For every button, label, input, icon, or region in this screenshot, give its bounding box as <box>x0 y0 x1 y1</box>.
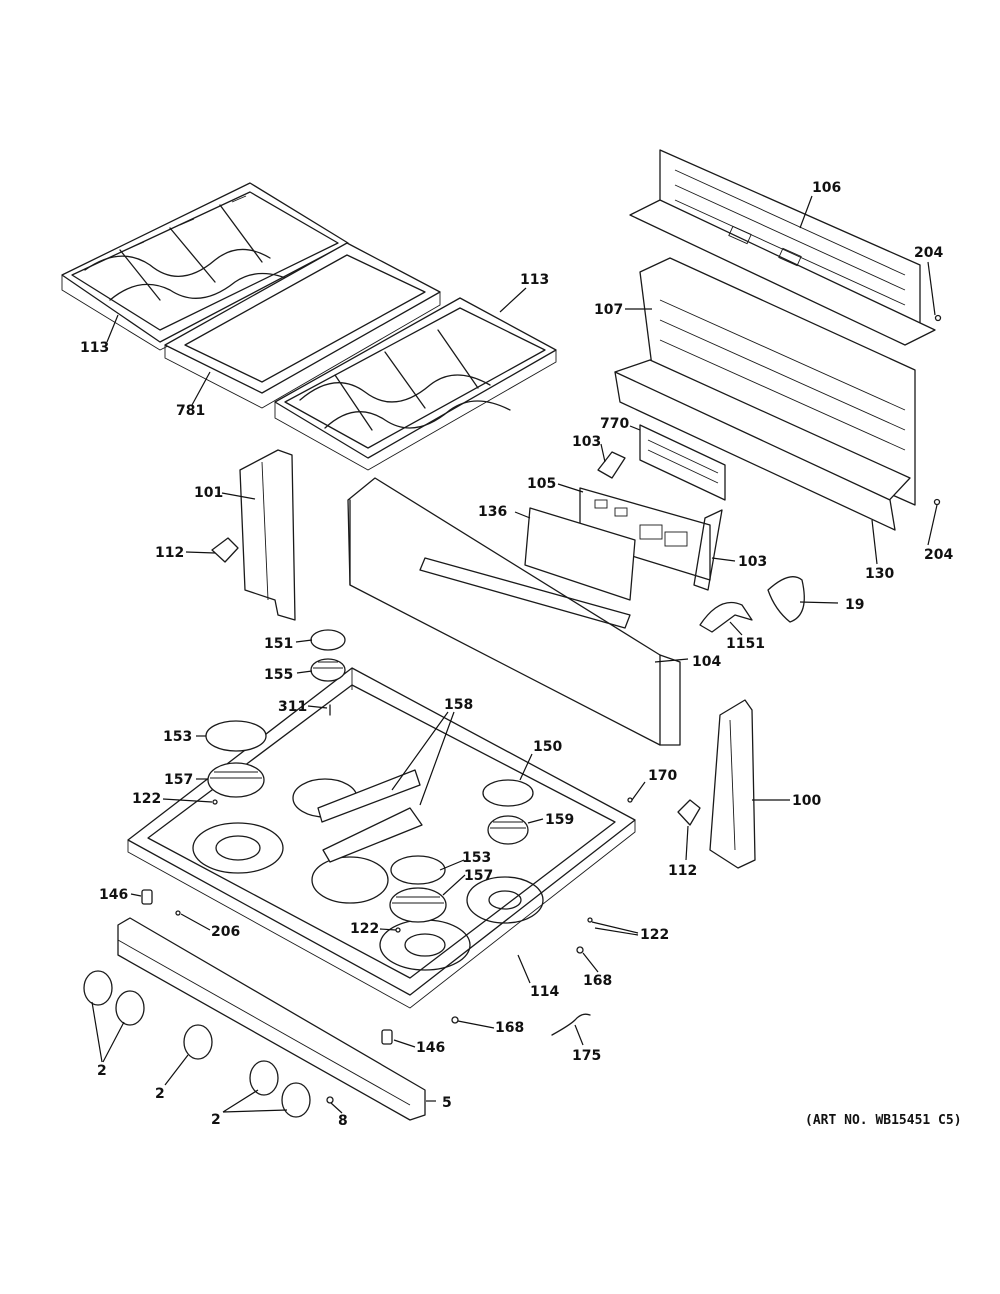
grate-left <box>61 182 349 351</box>
label-157-center: 157 <box>464 868 493 884</box>
gasket-158 <box>317 769 423 863</box>
label-168-right: 168 <box>583 973 612 989</box>
side-trim-left <box>239 449 296 621</box>
label-2-pair-left: 2 <box>97 1063 107 1079</box>
griddle <box>164 242 441 409</box>
grate-right <box>274 297 557 471</box>
overlay-136 <box>524 507 636 601</box>
label-159: 159 <box>545 812 574 828</box>
label-150: 150 <box>533 739 562 755</box>
label-153-center: 153 <box>462 850 491 866</box>
label-146-center: 146 <box>416 1040 445 1056</box>
label-113-right: 113 <box>520 272 549 288</box>
label-122-center: 122 <box>350 921 379 937</box>
label-781: 781 <box>176 403 205 419</box>
bracket-103 <box>597 451 723 591</box>
burner-head-155 <box>310 658 346 682</box>
label-206: 206 <box>211 924 240 940</box>
label-151: 151 <box>264 636 293 652</box>
backguard-lower <box>614 257 916 511</box>
hinge-left <box>211 537 239 563</box>
label-175: 175 <box>572 1048 601 1064</box>
burner-head-157-left <box>207 762 265 798</box>
knobs <box>83 970 311 1118</box>
manifold-panel <box>117 917 426 1121</box>
label-168-center: 168 <box>495 1020 524 1036</box>
wire-clip-19 <box>767 576 805 623</box>
label-1151: 1151 <box>726 636 765 652</box>
label-104: 104 <box>692 654 721 670</box>
label-105: 105 <box>527 476 556 492</box>
label-770: 770 <box>600 416 629 432</box>
callout-labels: 113 113 781 106 204 107 770 103 105 136 … <box>80 180 953 1129</box>
label-113-left: 113 <box>80 340 109 356</box>
bezel-146-left <box>141 889 153 905</box>
label-146-left: 146 <box>99 887 128 903</box>
leader-lines <box>91 195 938 1114</box>
label-122-right: 122 <box>640 927 669 943</box>
label-19: 19 <box>845 597 864 613</box>
burner-head-159 <box>487 815 529 845</box>
label-107: 107 <box>594 302 623 318</box>
control-panel <box>347 477 681 746</box>
label-136: 136 <box>478 504 507 520</box>
burner-cap-153-left <box>205 720 267 752</box>
label-2-single: 2 <box>155 1086 165 1102</box>
label-130: 130 <box>865 566 894 582</box>
label-204-bottom: 204 <box>924 547 953 563</box>
label-170: 170 <box>648 768 677 784</box>
hinge-right <box>677 799 701 826</box>
label-106: 106 <box>812 180 841 196</box>
bezel-146-center <box>381 1029 393 1045</box>
label-103-top: 103 <box>572 434 601 450</box>
label-311: 311 <box>278 699 307 715</box>
screw-8 <box>326 1096 334 1104</box>
backguard-trim <box>614 371 896 531</box>
label-100: 100 <box>792 793 821 809</box>
backguard-upper <box>629 149 936 346</box>
label-8: 8 <box>338 1113 348 1129</box>
burner-head-157-center <box>389 887 447 923</box>
burner-cap-150 <box>482 779 534 807</box>
label-114: 114 <box>530 984 559 1000</box>
art-number: (ART NO. WB15451 C5) <box>805 1113 962 1128</box>
harness-1151 <box>699 601 753 633</box>
harness-175 <box>551 1013 591 1036</box>
burner-cap-151 <box>310 629 346 651</box>
label-158: 158 <box>444 697 473 713</box>
label-204-top: 204 <box>914 245 943 261</box>
label-101: 101 <box>194 485 223 501</box>
burner-cap-153-center <box>390 855 446 885</box>
label-153-left: 153 <box>163 729 192 745</box>
label-2-pair-right: 2 <box>211 1112 221 1128</box>
cover-770 <box>639 424 726 501</box>
label-5: 5 <box>442 1095 452 1111</box>
label-157-left: 157 <box>164 772 193 788</box>
label-112-left: 112 <box>155 545 184 561</box>
label-112-right: 112 <box>668 863 697 879</box>
label-103-bottom: 103 <box>738 554 767 570</box>
label-155: 155 <box>264 667 293 683</box>
label-122-left: 122 <box>132 791 161 807</box>
side-trim-right <box>709 699 756 869</box>
